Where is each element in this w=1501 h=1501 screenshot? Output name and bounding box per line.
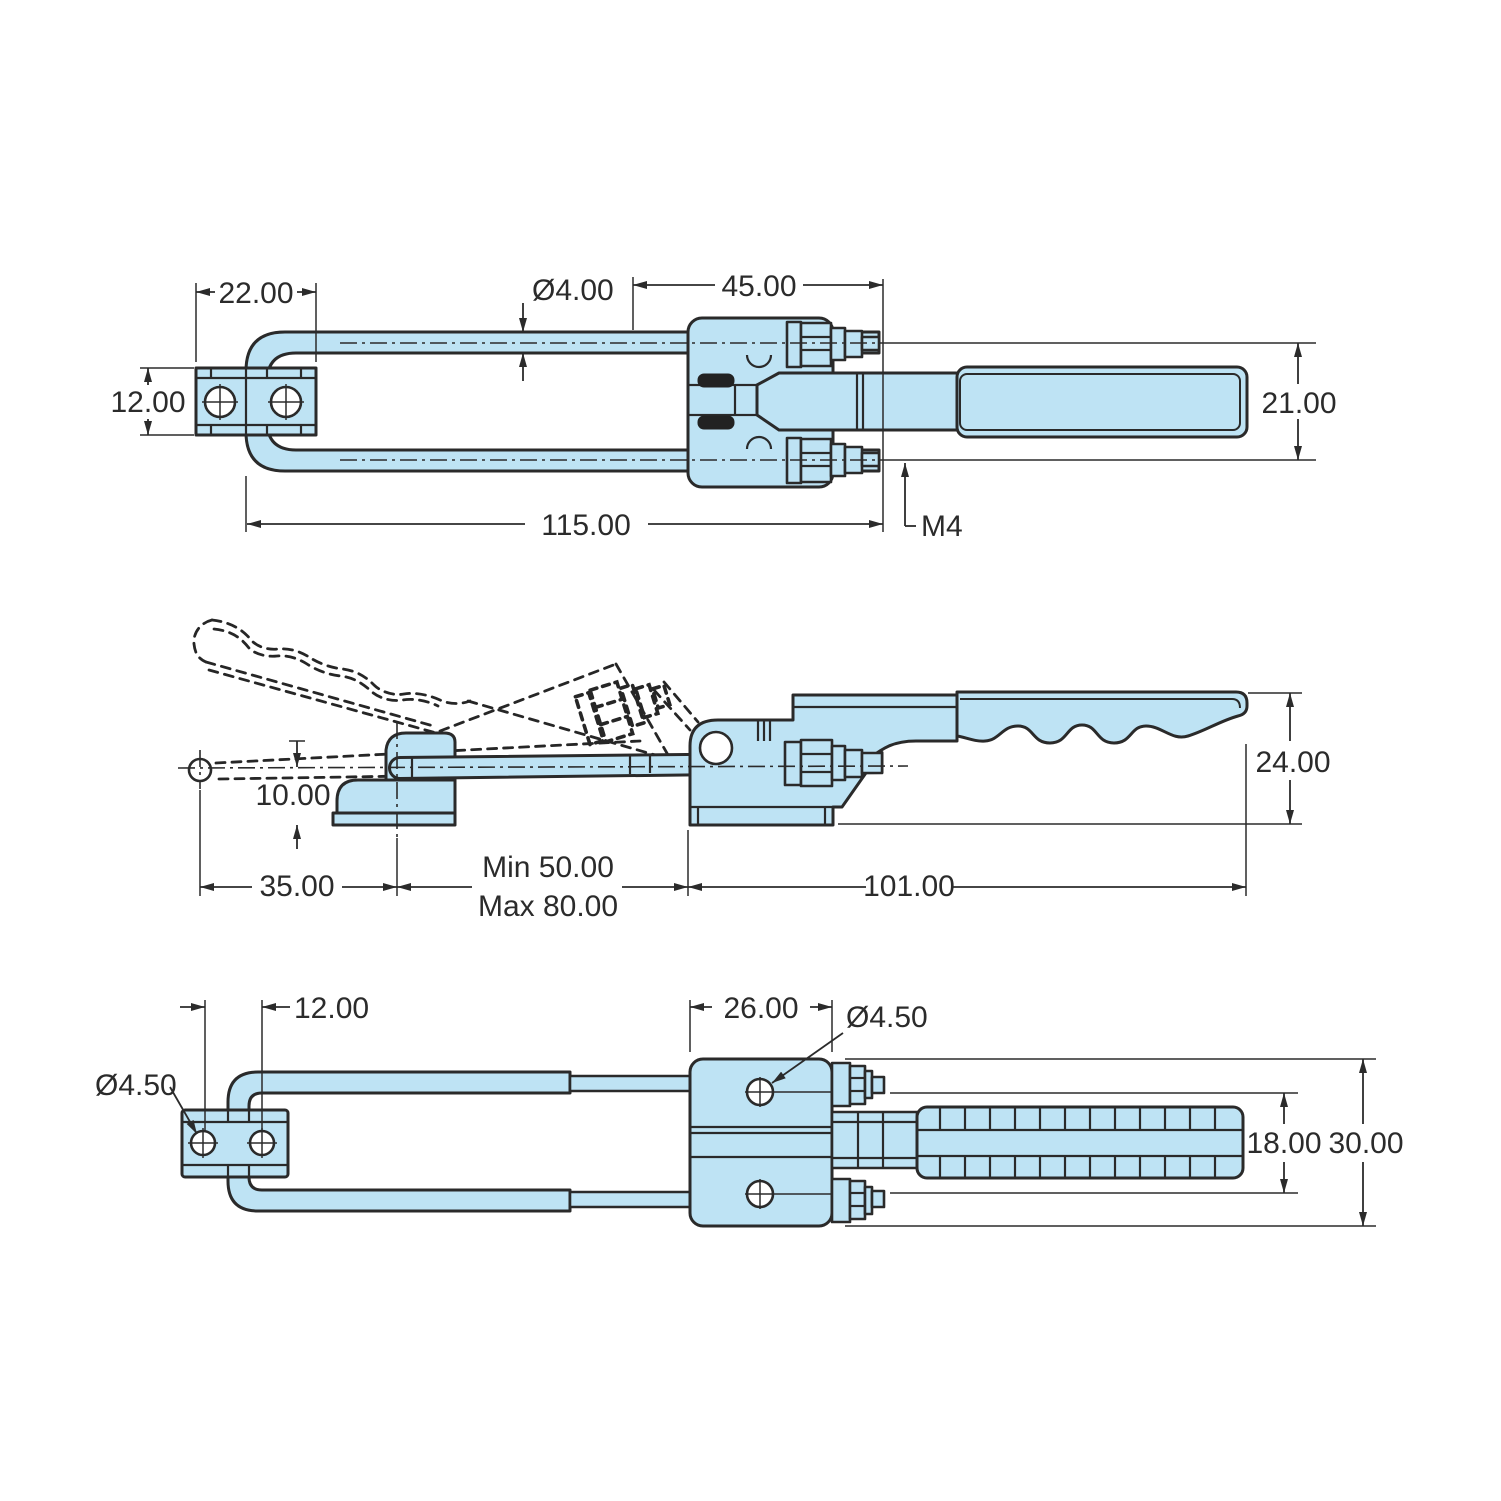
bracket-hole-crosshairs bbox=[188, 1128, 277, 1158]
dim-hole-dia-left: Ø4.50 bbox=[95, 1069, 177, 1102]
body-side-details bbox=[690, 705, 957, 825]
thread-rod-lower bbox=[568, 1190, 692, 1209]
rod-socket-arcs bbox=[745, 354, 773, 450]
bottom-view: 12.00 26.00 Ø4.50 Ø4.50 18.00 30.00 bbox=[95, 992, 1404, 1228]
dim-rod-diameter: Ø4.00 bbox=[532, 274, 614, 307]
dim-overall-height-side: 24.00 bbox=[1255, 746, 1330, 779]
open-nut-stack-dashed bbox=[573, 679, 673, 747]
handle-grip-bottom bbox=[915, 1105, 1245, 1180]
dim-bracket-height: 12.00 bbox=[110, 386, 185, 419]
hole-crosshairs bbox=[202, 384, 304, 420]
thread-rod-upper bbox=[568, 1074, 692, 1093]
dim-catch-offset: 35.00 bbox=[259, 870, 334, 903]
handle-grip-side bbox=[955, 690, 1249, 745]
bracket-bottom-details bbox=[182, 1110, 288, 1177]
handle-bar-bottom bbox=[830, 1110, 919, 1170]
dim-hole-dia-right: Ø4.50 bbox=[846, 1001, 928, 1034]
grip-side-inner bbox=[960, 698, 1241, 709]
pivot-hole bbox=[698, 730, 734, 766]
dim-catch-height: 10.00 bbox=[255, 779, 330, 812]
catch-base bbox=[335, 778, 457, 815]
dim-thread-length: 45.00 bbox=[721, 270, 796, 303]
top-view-dimensions: 22.00 Ø4.00 45.00 12.00 115.00 M4 21.00 bbox=[110, 270, 1336, 543]
dim-handle-height: 18.00 bbox=[1246, 1127, 1321, 1160]
side-view: 10.00 35.00 Min 50.00 Max 80.00 101.00 2… bbox=[177, 618, 1331, 923]
dim-overall-length: 115.00 bbox=[541, 509, 631, 542]
catch-bracket-details bbox=[196, 368, 316, 435]
rod-centerline bbox=[177, 765, 909, 769]
handle-grip-inner bbox=[959, 373, 1241, 431]
top-view: 22.00 Ø4.00 45.00 12.00 115.00 M4 21.00 bbox=[110, 270, 1336, 543]
handle-bar-details bbox=[832, 1112, 917, 1168]
nut-stack-bottom-lower bbox=[830, 1177, 886, 1224]
dim-reach-min: Min 50.00 bbox=[482, 851, 614, 884]
dim-bracket-length: 22.00 bbox=[218, 277, 293, 310]
dim-thread-size: M4 bbox=[921, 510, 963, 543]
bottom-view-dimensions: 12.00 26.00 Ø4.50 Ø4.50 18.00 30.00 bbox=[95, 992, 1404, 1227]
dim-handle-width: 21.00 bbox=[1261, 387, 1336, 420]
nut-stack-upper bbox=[785, 320, 881, 369]
nut-stack-bottom-upper bbox=[830, 1061, 886, 1108]
grip-texture bbox=[917, 1107, 1243, 1178]
dim-reach-max: Max 80.00 bbox=[478, 890, 618, 923]
spring-slot bbox=[697, 415, 735, 430]
dim-overall-height-bottom: 30.00 bbox=[1328, 1127, 1403, 1160]
side-view-dimensions: 10.00 35.00 Min 50.00 Max 80.00 101.00 2… bbox=[199, 692, 1331, 923]
handle-grip bbox=[955, 365, 1249, 439]
catch-base-plate bbox=[331, 811, 457, 827]
body-bottom-lines bbox=[690, 1125, 832, 1159]
dim-hole-spacing: 12.00 bbox=[294, 992, 369, 1025]
dim-body-width: 26.00 bbox=[723, 992, 798, 1025]
mount-hole-crosshairs bbox=[745, 1077, 832, 1209]
dim-body-length: 101.00 bbox=[863, 870, 955, 903]
nut-stack-side bbox=[783, 738, 884, 788]
spring-slot bbox=[697, 373, 735, 388]
